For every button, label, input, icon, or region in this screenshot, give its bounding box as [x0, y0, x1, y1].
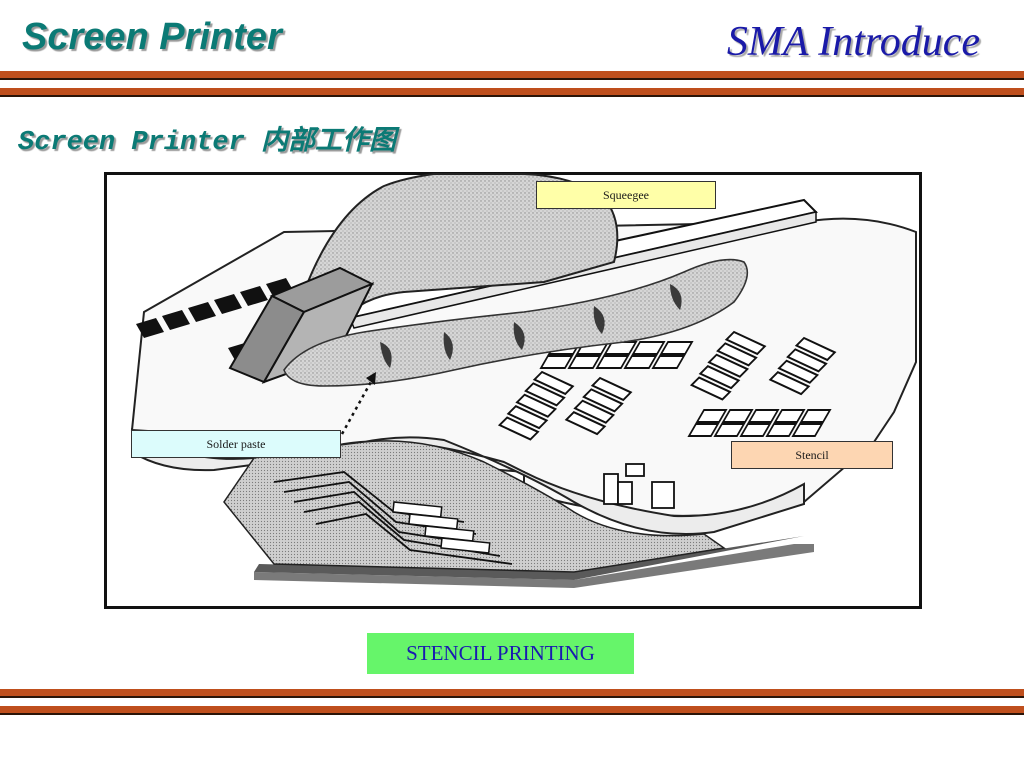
section-heading: Screen Printer 内部工作图 — [18, 128, 397, 158]
footer-divider — [0, 689, 1024, 715]
squeegee-label: Squeegee — [536, 181, 716, 209]
stencil-label: Stencil — [731, 441, 893, 469]
slide-title: Screen Printer — [22, 16, 282, 58]
solder-paste-label: Solder paste — [131, 430, 341, 458]
brand-title: SMA Introduce — [726, 19, 980, 65]
stencil-printing-illustration — [104, 172, 922, 609]
header-divider — [0, 71, 1024, 97]
figure-caption: STENCIL PRINTING — [367, 633, 634, 674]
